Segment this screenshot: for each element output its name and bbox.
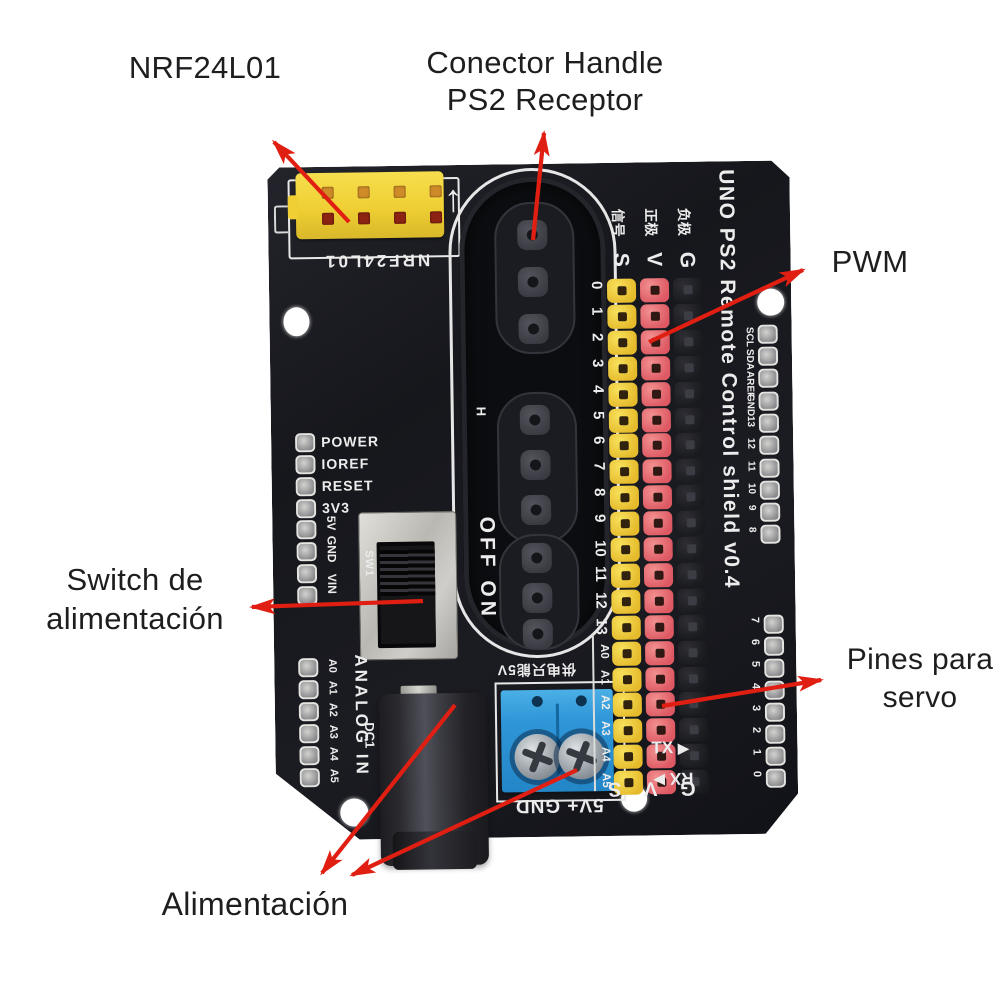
annotation-nrf: NRF24L01 <box>115 50 295 86</box>
annotation-pwm-text: PWM <box>831 244 909 279</box>
arrow-pwm <box>648 268 806 344</box>
annotation-switch-line2: alimentación <box>46 601 224 636</box>
annotation-pwm: PWM <box>815 244 925 280</box>
annotation-power: Alimentación <box>150 886 360 923</box>
annotation-ps2-line1: Conector Handle <box>426 45 664 80</box>
annotation-nrf-text: NRF24L01 <box>128 50 282 85</box>
arrow-power-jack <box>320 703 457 876</box>
arrow-switch <box>249 598 424 615</box>
annotation-ps2-line2: PS2 Receptor <box>446 82 644 117</box>
annotation-servo-line2: servo <box>882 681 958 714</box>
annotation-ps2: Conector Handle PS2 Receptor <box>385 44 705 118</box>
annotation-switch: Switch de alimentación <box>20 560 250 638</box>
arrow-ps2 <box>530 130 550 241</box>
annotation-switch-line1: Switch de <box>66 562 204 597</box>
arrow-power-terminal <box>349 768 578 877</box>
annotation-servo-line1: Pines para <box>846 643 994 676</box>
annotation-servo: Pines para servo <box>840 641 1000 717</box>
annotation-power-text: Alimentación <box>161 886 349 922</box>
arrow-servo <box>661 675 824 709</box>
arrow-nrf <box>271 139 351 224</box>
